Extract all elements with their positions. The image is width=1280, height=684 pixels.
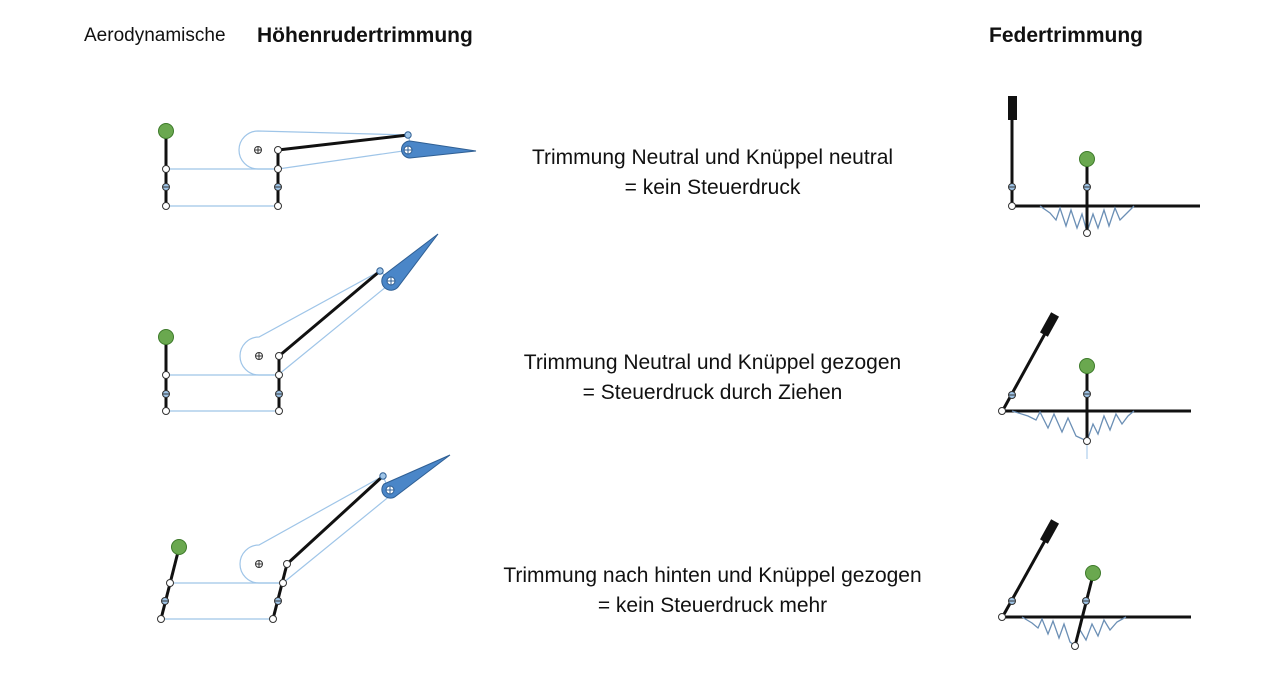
caption-state-1-line-1: Trimmung Neutral und Knüppel neutral [531, 146, 894, 169]
spring-right [1086, 410, 1135, 442]
caption-state-2-line-2: = Steuerdruck durch Ziehen [582, 381, 843, 404]
spring-left [1039, 205, 1088, 233]
spring-right [1086, 205, 1135, 233]
stick-knob [158, 329, 174, 345]
trim-knob [1085, 565, 1101, 581]
elevator-surface [381, 454, 451, 499]
heading-spring-trim: Federtrimmung [989, 24, 1144, 47]
spring-trim-state-1 [1008, 96, 1200, 237]
caption-state-1: Trimmung Neutral und Knüppel neutral = k… [470, 143, 955, 203]
elevator-surface [401, 140, 477, 159]
spring-trim-state-2 [998, 312, 1191, 459]
stick-knob [158, 123, 174, 139]
trim-knob [1079, 151, 1095, 167]
caption-state-3-line-2: = kein Steuerdruck mehr [597, 594, 828, 617]
elevator-trim-state-3 [157, 454, 451, 623]
stick-grip [1039, 519, 1060, 544]
spring-trim-state-3 [998, 519, 1191, 650]
elevator-surface [381, 233, 439, 291]
trim-lever [1073, 574, 1095, 647]
elevator-rod [285, 474, 385, 566]
stick-grip [1039, 312, 1060, 337]
heading-aerodynamic: Aerodynamische [84, 25, 226, 46]
stick-grip [1008, 96, 1017, 120]
spring-right [1074, 616, 1127, 647]
elevator-trim-state-1 [158, 123, 477, 210]
elevator-rod [278, 269, 381, 358]
caption-state-2: Trimmung Neutral und Knüppel gezogen = S… [470, 348, 955, 408]
spring-left [1021, 616, 1076, 647]
caption-state-2-line-1: Trimmung Neutral und Knüppel gezogen [523, 351, 902, 374]
elevator-rod [277, 133, 409, 152]
caption-state-3-line-1: Trimmung nach hinten und Knüppel gezogen [503, 564, 922, 587]
heading-elevator-trim: Höhenruder­trimmung [257, 24, 473, 47]
elevator-trim-state-2 [158, 233, 439, 415]
stick-knob [171, 539, 187, 555]
caption-state-3: Trimmung nach hinten und Knüppel gezogen… [470, 561, 955, 621]
trim-knob [1079, 358, 1095, 374]
caption-state-1-line-2: = kein Steuerdruck [624, 176, 801, 199]
trim-pulley-belt [239, 475, 392, 584]
spring-left [1011, 410, 1088, 442]
